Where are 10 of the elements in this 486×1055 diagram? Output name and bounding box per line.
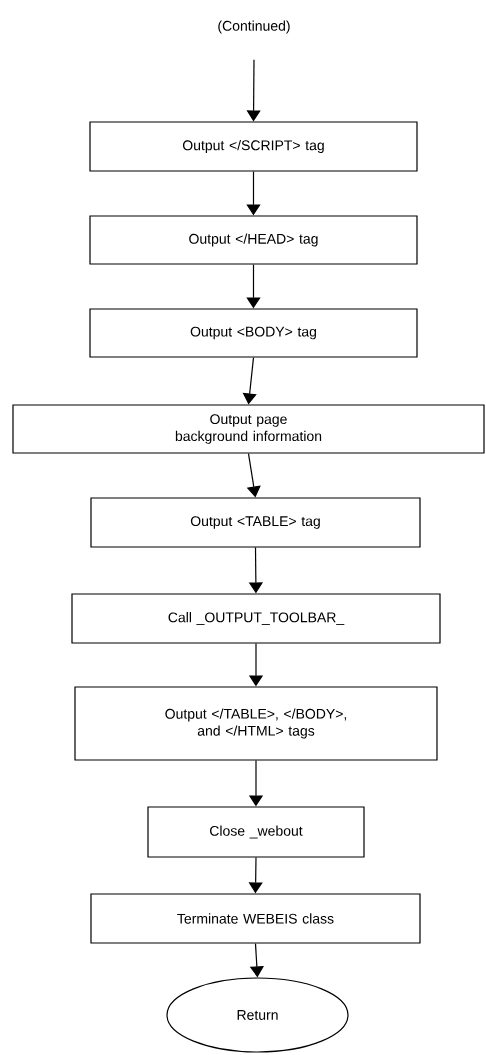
process-box: Output <TABLE> tag <box>90 497 421 548</box>
process-box: Output </HEAD> tag <box>89 215 418 265</box>
process-box: Terminate WEBEIS class <box>90 893 421 944</box>
continuation-label: (Continued) <box>218 20 290 34</box>
process-box: Close _webout <box>147 806 365 858</box>
process-box: Output </TABLE>, </BODY>, and </HTML> tags <box>74 686 438 761</box>
process-box: Call _OUTPUT_TOOLBAR_ <box>71 593 441 644</box>
process-box: Output <BODY> tag <box>89 308 418 358</box>
process-box: Output page background information <box>12 404 485 454</box>
process-box: Output </SCRIPT> tag <box>89 121 418 172</box>
